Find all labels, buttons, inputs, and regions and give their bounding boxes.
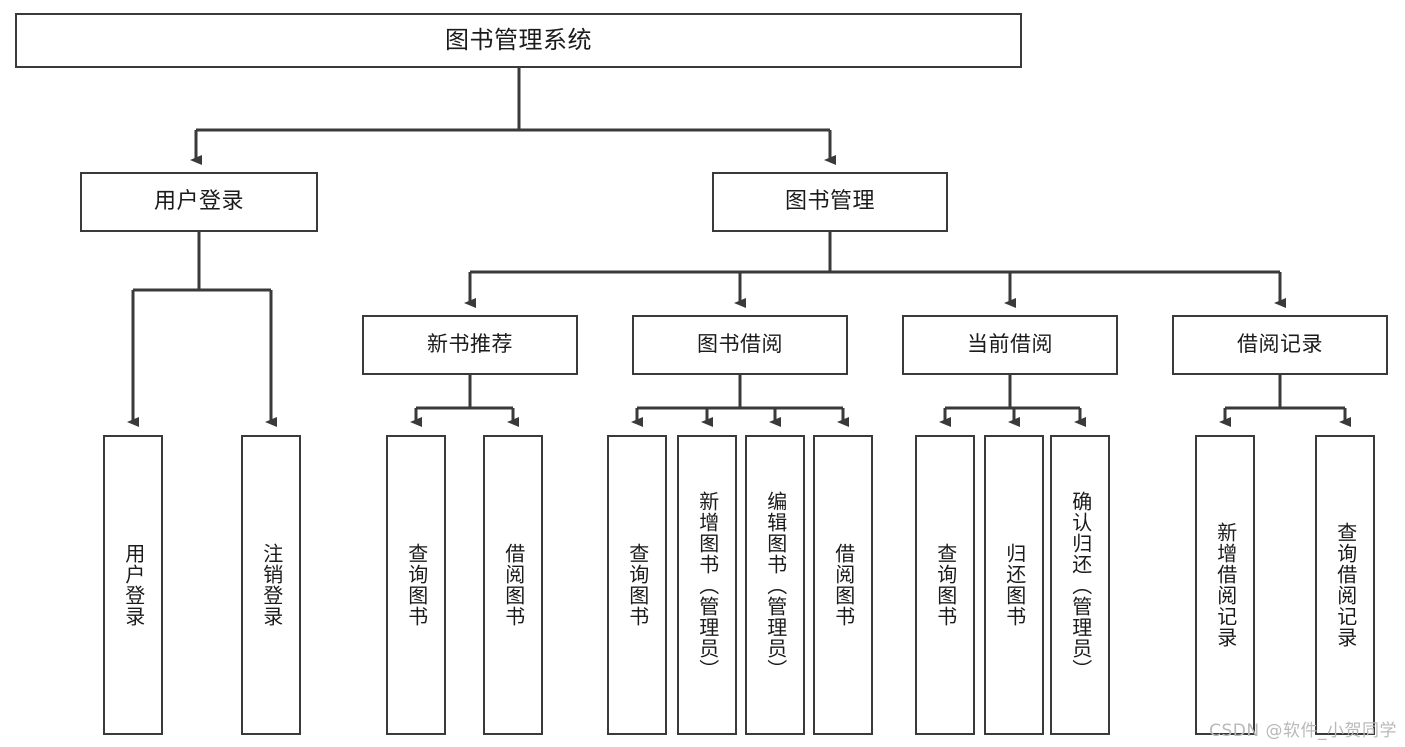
leaf-user-logout[interactable]: 注销登录 [241, 435, 301, 735]
leaf-borrow-book[interactable]: 借阅图书 [813, 435, 873, 735]
node-label: 新增借阅记录 [1213, 522, 1238, 648]
watermark-text: CSDN @软件_小贺同学 [1209, 721, 1397, 741]
leaf-confirm-return-admin[interactable]: 确认归还（管理员） [1050, 435, 1110, 735]
node-label: 查询图书 [404, 543, 429, 627]
node-label: 查询图书 [625, 543, 650, 627]
node-label: 注销登录 [259, 543, 284, 627]
leaf-add-book-admin[interactable]: 新增图书（管理员） [677, 435, 737, 735]
leaf-add-borrow-record[interactable]: 新增借阅记录 [1195, 435, 1255, 735]
node-label: 借阅图书 [501, 543, 526, 627]
node-borrow-records[interactable]: 借阅记录 [1172, 315, 1388, 375]
node-label: 当前借阅 [967, 332, 1053, 357]
node-label: 确认归还（管理员） [1068, 490, 1093, 680]
node-label: 用户登录 [121, 543, 146, 627]
node-label: 图书借阅 [697, 332, 783, 357]
node-label: 新增图书（管理员） [695, 490, 720, 680]
node-label: 编辑图书（管理员） [763, 490, 788, 680]
leaf-query-borrow-record[interactable]: 查询借阅记录 [1315, 435, 1375, 735]
node-label: 归还图书 [1002, 543, 1027, 627]
node-label: 用户登录 [153, 188, 244, 214]
node-label: 新书推荐 [427, 332, 513, 357]
node-book-borrow[interactable]: 图书借阅 [632, 315, 848, 375]
node-current-borrow[interactable]: 当前借阅 [902, 315, 1118, 375]
node-root-system[interactable]: 图书管理系统 [15, 13, 1022, 68]
leaf-edit-book-admin[interactable]: 编辑图书（管理员） [745, 435, 805, 735]
leaf-query-book-recommend[interactable]: 查询图书 [386, 435, 446, 735]
node-label: 借阅记录 [1237, 332, 1323, 357]
leaf-borrow-book-recommend[interactable]: 借阅图书 [483, 435, 543, 735]
node-book-management[interactable]: 图书管理 [712, 172, 948, 232]
node-label: 查询借阅记录 [1333, 522, 1358, 648]
node-label: 查询图书 [933, 543, 958, 627]
node-label: 图书管理系统 [445, 26, 592, 55]
leaf-return-book[interactable]: 归还图书 [984, 435, 1044, 735]
node-new-book-recommend[interactable]: 新书推荐 [362, 315, 578, 375]
node-label: 图书管理 [784, 188, 875, 214]
leaf-query-book-current[interactable]: 查询图书 [915, 435, 975, 735]
leaf-user-login[interactable]: 用户登录 [103, 435, 163, 735]
node-label: 借阅图书 [831, 543, 856, 627]
node-user-login[interactable]: 用户登录 [80, 172, 318, 232]
leaf-query-book-borrow[interactable]: 查询图书 [607, 435, 667, 735]
